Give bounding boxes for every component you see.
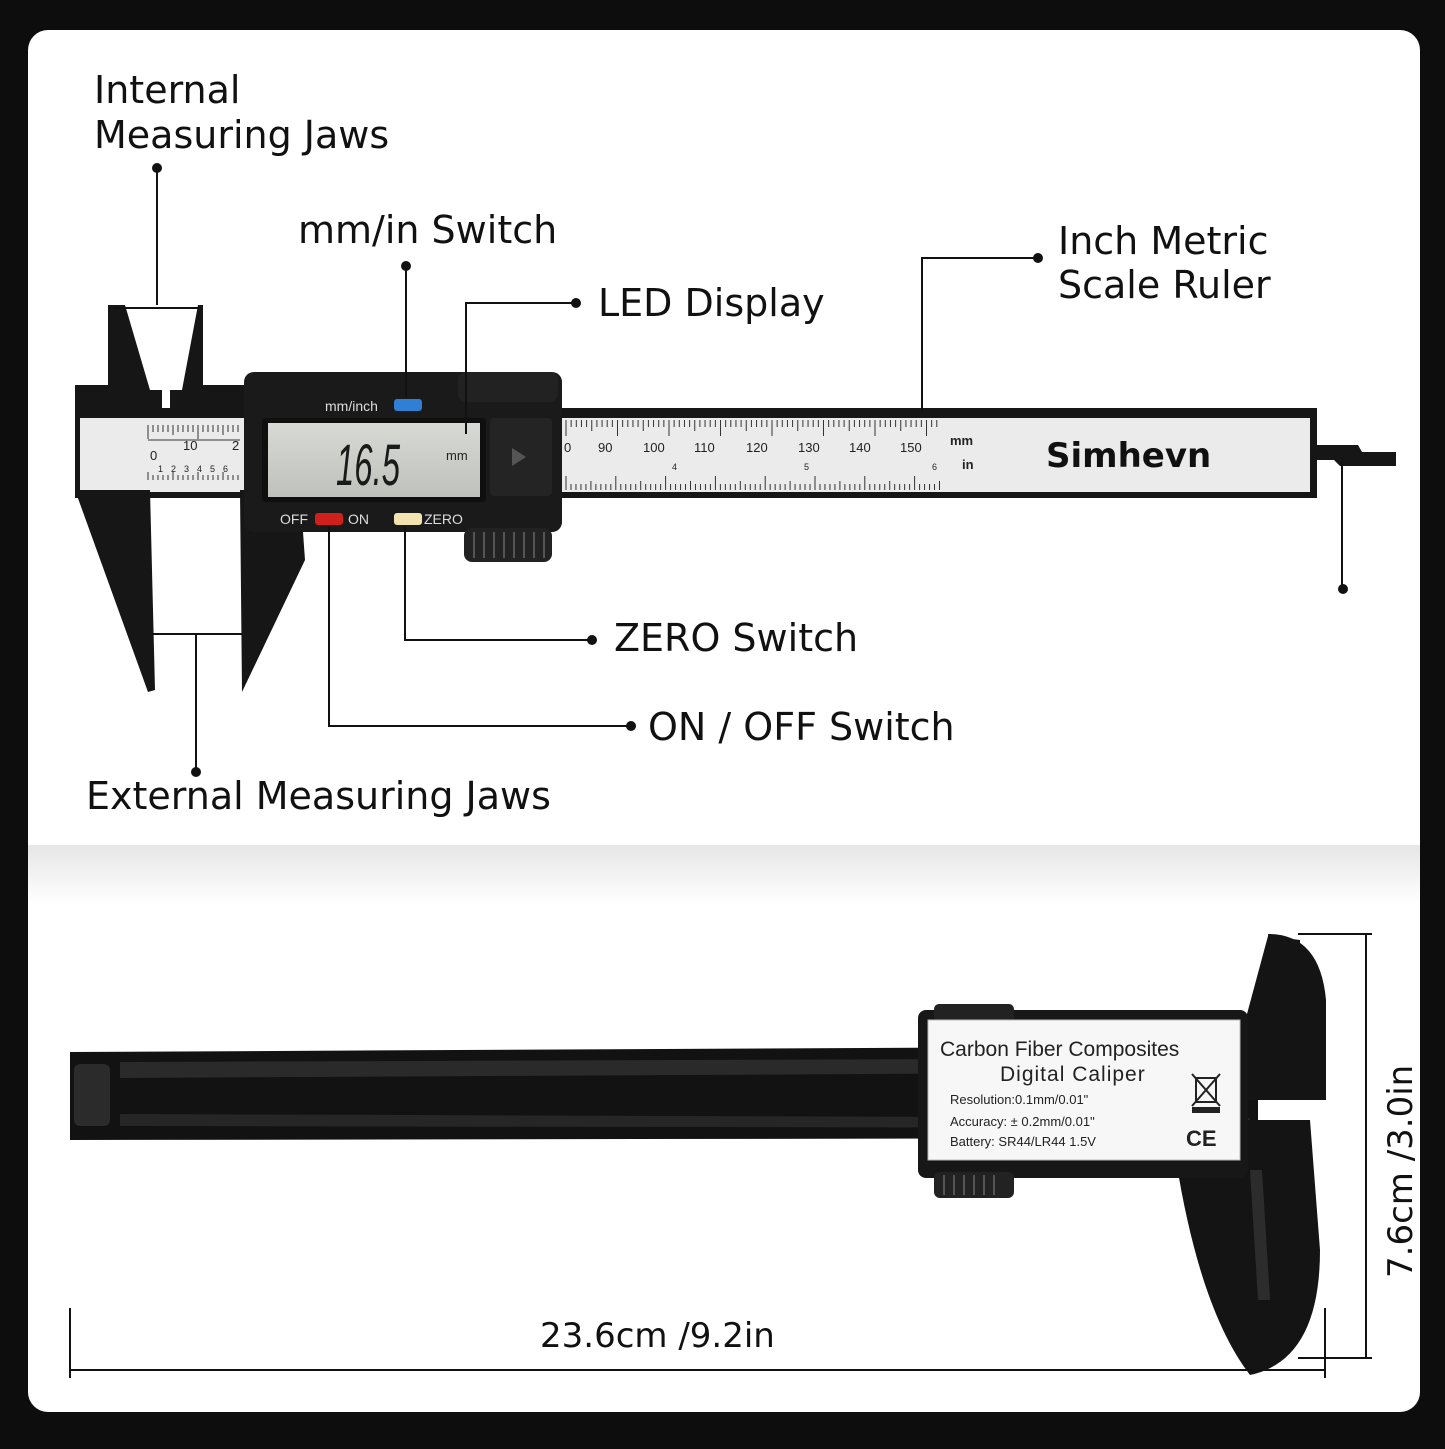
off-label: OFF — [280, 511, 308, 527]
plate-line1: Carbon Fiber Composites — [940, 1038, 1179, 1061]
in-tick-3: 3 — [184, 464, 189, 474]
fixed-external-jaw — [75, 490, 155, 692]
thumb-grip-top — [458, 372, 558, 402]
label-internal-jaws-2: Measuring Jaws — [94, 113, 389, 157]
label-internal-jaws-1: Internal — [94, 68, 240, 112]
caliper-back-view: Carbon Fiber Composites Digital Caliper … — [70, 934, 1326, 1375]
in-tick-4: 4 — [197, 464, 202, 474]
mm-tick-130: 130 — [798, 440, 820, 455]
back-thumb-wheel[interactable] — [934, 1172, 1014, 1198]
caliper-front-view: mm/inch 16.5 mm OFF ON ZERO 0 10 2 1 2 3… — [75, 305, 1396, 692]
mm-tick-110: 110 — [694, 440, 715, 455]
plate-line2: Digital Caliper — [1000, 1063, 1146, 1086]
label-scale-ruler-1: Inch Metric — [1058, 219, 1268, 263]
play-arrow-icon — [512, 448, 526, 466]
label-external-jaws: External Measuring Jaws — [86, 774, 551, 818]
label-mm-in-switch: mm/in Switch — [298, 208, 557, 252]
back-grip-top — [934, 1004, 1014, 1022]
in-major-6: 6 — [932, 462, 937, 472]
zero-label: ZERO — [424, 511, 463, 527]
lcd-screen — [268, 423, 480, 497]
mm-tick-140: 140 — [849, 440, 871, 455]
in-major-5: 5 — [804, 462, 809, 472]
scale-unit-in: in — [962, 457, 974, 472]
mm-tick-0: 0 — [150, 448, 157, 463]
plate-battery: Battery: SR44/LR44 1.5V — [950, 1134, 1096, 1149]
plate-resolution: Resolution:0.1mm/0.01" — [950, 1092, 1089, 1107]
brand-name: Simhevn — [1046, 436, 1211, 476]
mm-inch-button[interactable] — [394, 399, 422, 411]
length-dimension: 23.6cm /9.2in — [540, 1316, 775, 1356]
scale-unit-mm: mm — [950, 433, 973, 448]
in-tick-5: 5 — [210, 464, 215, 474]
spec-label — [927, 1019, 1241, 1161]
label-led-display: LED Display — [598, 281, 825, 325]
mm-tick-20: 2 — [232, 438, 239, 453]
left-scale-window: 0 10 2 1 2 3 4 5 6 — [147, 425, 240, 480]
mm-tick-80: 0 — [564, 440, 571, 455]
depth-rod — [1312, 445, 1396, 466]
beam-end-cap — [74, 1064, 110, 1126]
lcd-reading: 16.5 — [336, 433, 400, 498]
on-off-button[interactable] — [315, 513, 343, 525]
zero-button[interactable] — [394, 513, 422, 525]
panel-divider-shadow — [28, 845, 1420, 905]
mm-tick-90: 90 — [598, 440, 612, 455]
in-major-4: 4 — [672, 462, 677, 472]
label-zero-switch: ZERO Switch — [614, 616, 858, 660]
sliding-external-jaw — [240, 490, 305, 692]
thumb-wheel[interactable] — [464, 528, 552, 562]
height-dimension: 7.6cm /3.0in — [1381, 1065, 1421, 1278]
mm-tick-100: 100 — [643, 440, 665, 455]
label-scale-ruler-2: Scale Ruler — [1058, 263, 1271, 307]
sliding-internal-jaw — [170, 305, 250, 408]
back-external-jaw — [1176, 1120, 1320, 1375]
callout-dots — [152, 163, 1348, 777]
back-internal-jaw — [1268, 934, 1326, 1100]
mm-tick-150: 150 — [900, 440, 922, 455]
jaw-slot — [1250, 1170, 1270, 1300]
fixed-internal-jaw — [75, 305, 162, 408]
on-label: ON — [348, 511, 369, 527]
label-on-off-switch: ON / OFF Switch — [648, 705, 955, 749]
lcd-unit: mm — [446, 448, 468, 463]
weee-bin-icon — [1191, 1073, 1221, 1113]
callout-lines — [113, 168, 1343, 772]
mm-tick-120: 120 — [746, 440, 768, 455]
main-scale: 0 90 100 110 120 130 140 150 4 5 6 mm in… — [564, 420, 1211, 490]
in-tick-6: 6 — [223, 464, 228, 474]
mm-tick-10: 10 — [183, 438, 197, 453]
dimension-lines — [69, 933, 1372, 1378]
plate-accuracy: Accuracy: ± 0.2mm/0.01" — [950, 1114, 1095, 1129]
ce-mark: CE — [1186, 1126, 1217, 1151]
back-jaw-upper — [1240, 936, 1300, 1100]
in-tick-1: 1 — [158, 464, 163, 474]
in-tick-2: 2 — [171, 464, 176, 474]
mode-label: mm/inch — [325, 398, 378, 414]
